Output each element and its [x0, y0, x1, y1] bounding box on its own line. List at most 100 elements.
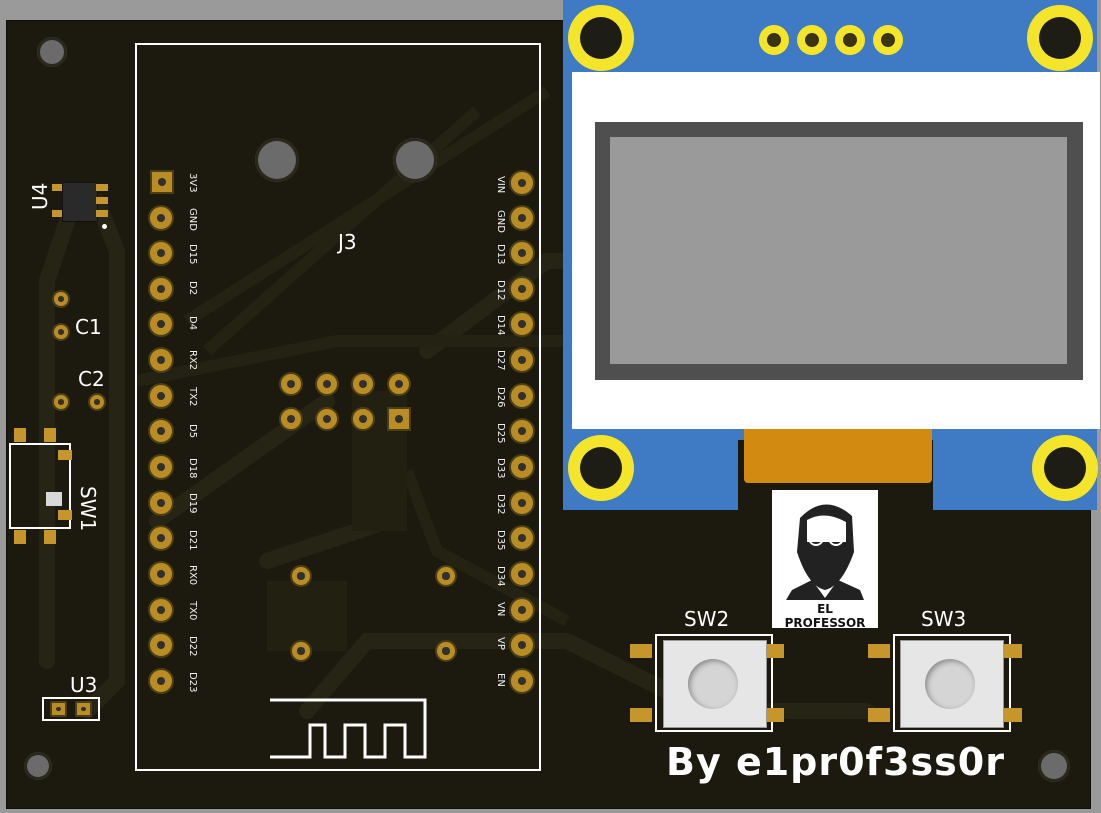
- left-header-pin: [148, 561, 174, 587]
- sw2-pad: [762, 708, 784, 722]
- credit-text: By e1pr0f3ss0r: [666, 740, 1005, 784]
- u4-lead: [96, 197, 108, 204]
- oled-pin-hole: [843, 33, 857, 47]
- flex-cable: [744, 428, 932, 483]
- left-pin-label: RX2: [187, 350, 198, 371]
- center-header-pin: [279, 372, 303, 396]
- right-pin-label: D33: [495, 458, 506, 479]
- sw3-pad: [1000, 708, 1022, 722]
- j3-ref-label: J3: [338, 230, 357, 254]
- right-pin-label: D25: [495, 423, 506, 444]
- left-pin-label: D23: [187, 672, 198, 693]
- right-pin-label: D12: [495, 280, 506, 301]
- copper-traces: [39, 85, 875, 719]
- right-header-pin: [509, 525, 535, 551]
- right-header-pin: [509, 347, 535, 373]
- right-pin-label: D13: [495, 244, 506, 265]
- sw1-actuator[interactable]: [46, 492, 62, 506]
- professor-face-icon: [786, 504, 864, 600]
- left-pin-label: D5: [187, 424, 198, 439]
- u4-lead: [52, 210, 62, 217]
- right-header-pin: [509, 490, 535, 516]
- c2-pad: [88, 393, 106, 411]
- oled-pin-hole: [881, 33, 895, 47]
- sw2-pad: [762, 644, 784, 658]
- left-header-pin: [148, 205, 174, 231]
- left-pin-label: GND: [187, 208, 198, 231]
- oled-hole: [580, 447, 622, 489]
- oled-pin-hole: [805, 33, 819, 47]
- right-pin-label: EN: [495, 673, 506, 687]
- left-header-pin: [148, 276, 174, 302]
- sw1-pad: [14, 428, 26, 442]
- left-header-pin: [148, 490, 174, 516]
- center-header-pin-1: [387, 407, 411, 431]
- right-pin-label: GND: [495, 210, 506, 233]
- c2-pad: [52, 393, 70, 411]
- sw2-outline: [655, 634, 773, 732]
- right-pin-label: D27: [495, 350, 506, 371]
- module-hole-right: [393, 138, 437, 182]
- sw3-actuator[interactable]: [925, 659, 975, 709]
- left-header-pin: [148, 454, 174, 480]
- j3-module-outline: [135, 43, 541, 771]
- c1-ref-label: C1: [75, 315, 102, 339]
- sw2-pad: [630, 644, 652, 658]
- via-pad: [435, 640, 457, 662]
- left-pin-label: RX0: [187, 565, 198, 586]
- center-header-pin: [351, 372, 375, 396]
- sw3-outline: [893, 634, 1011, 732]
- u4-ref-label: U4: [28, 182, 52, 210]
- left-header-pin: [148, 525, 174, 551]
- left-pin-label: D19: [187, 493, 198, 514]
- right-pin-label: D32: [495, 494, 506, 515]
- right-header-pin: [509, 276, 535, 302]
- oled-pin-hole: [767, 33, 781, 47]
- right-header-pin: [509, 561, 535, 587]
- sw3-ref-label: SW3: [921, 607, 967, 631]
- left-pin-label: TX0: [187, 601, 198, 621]
- sw1-outline: [9, 443, 71, 529]
- right-pin-label: D14: [495, 315, 506, 336]
- u3-pad: [75, 701, 92, 717]
- left-header-pin: [148, 311, 174, 337]
- sw2-actuator[interactable]: [688, 659, 738, 709]
- right-header-pin: [509, 240, 535, 266]
- left-pin-label: 3V3: [187, 173, 198, 193]
- left-pin-label: D4: [187, 316, 198, 331]
- c1-pad: [52, 290, 70, 308]
- sw1-pad: [58, 510, 72, 520]
- sw1-pad: [14, 530, 26, 544]
- sw3-pad: [1000, 644, 1022, 658]
- sw2-ref-label: SW2: [684, 607, 730, 631]
- u4-lead: [96, 184, 108, 191]
- left-pin-label: D22: [187, 636, 198, 657]
- via-pad: [435, 565, 457, 587]
- left-header-pin: [148, 383, 174, 409]
- sw1-pad: [44, 428, 56, 442]
- logo-brand-text: EL PROFESSOR: [784, 602, 866, 630]
- u3-pad: [50, 701, 67, 717]
- oled-hole: [1039, 17, 1081, 59]
- module-hole-left: [255, 138, 299, 182]
- professor-logo: EL PROFESSOR: [772, 490, 878, 630]
- oled-hole: [580, 17, 622, 59]
- right-header-pin: [509, 311, 535, 337]
- via-pad: [290, 565, 312, 587]
- u3-outline: [42, 697, 100, 721]
- right-pin-label: D26: [495, 387, 506, 408]
- mounting-hole-bottom-right: [1038, 750, 1070, 782]
- right-pin-label: D35: [495, 530, 506, 551]
- center-header-pin: [387, 372, 411, 396]
- c2-ref-label: C2: [78, 367, 105, 391]
- right-header-pin: [509, 418, 535, 444]
- right-pin-label: VIN: [495, 176, 506, 194]
- left-header-pin: [148, 632, 174, 658]
- center-header-pin: [315, 407, 339, 431]
- left-header-pin: [148, 668, 174, 694]
- right-pin-label: VP: [495, 637, 506, 650]
- left-header-pin: [148, 597, 174, 623]
- oled-hole: [1044, 447, 1086, 489]
- sw2-pad: [630, 708, 652, 722]
- left-header-pin: [148, 347, 174, 373]
